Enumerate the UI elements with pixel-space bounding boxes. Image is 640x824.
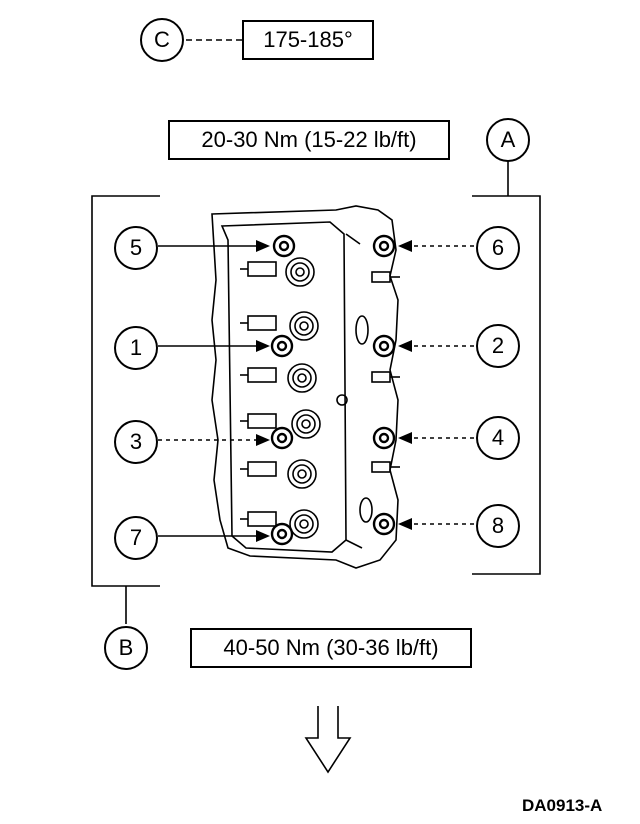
bolt-label-4: 4 [476,416,520,460]
direction-arrow [304,706,352,774]
bolt-label-1: 1 [114,326,158,370]
callout-a: A [486,118,530,162]
bolt-label-2: 2 [476,324,520,368]
head-bolts [270,234,396,546]
leader-lines [158,245,474,537]
torque-step-a-box: 20-30 Nm (15-22 lb/ft) [168,120,450,160]
bracket-a [472,195,541,575]
valve-springs [285,257,321,539]
torque-step-b-box: 40-50 Nm (30-36 lb/ft) [190,628,472,668]
angle-spec-box: 175-185° [242,20,374,60]
callout-c: C [140,18,184,62]
reference-code: DA0913-A [522,796,603,815]
cylinder-head-outline [211,205,399,569]
bolt-label-8: 8 [476,504,520,548]
bolt-label-5: 5 [114,226,158,270]
bolt-label-3: 3 [114,420,158,464]
callout-b: B [104,626,148,670]
rocker-stands [240,261,277,527]
bolt-label-7: 7 [114,516,158,560]
spark-plugs [371,271,400,473]
bolt-label-6: 6 [476,226,520,270]
